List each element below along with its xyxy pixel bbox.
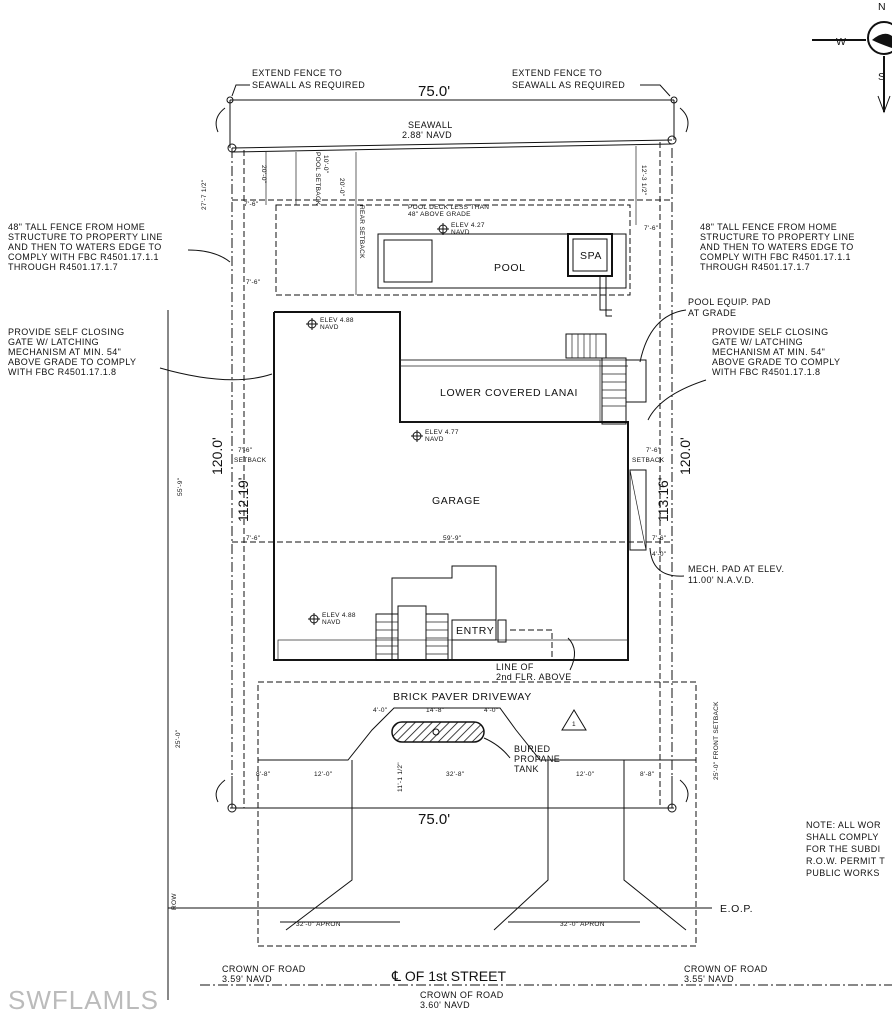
watermark: SWFLAMLS [8, 985, 160, 1015]
elev-marker-lanai: ELEV 4.88 NAVD [306, 317, 354, 331]
mech-pad-note: MECH. PAD AT ELEV. 11.00' N.A.V.D. [688, 564, 787, 585]
svg-text:4'-0": 4'-0" [652, 551, 667, 558]
svg-text:NAVD: NAVD [320, 324, 339, 331]
svg-text:55'-9": 55'-9" [177, 477, 184, 496]
entry-label: ENTRY [456, 625, 494, 637]
street-centerline-label: ℄ OF 1st STREET [391, 968, 506, 984]
rear-setback-lines: 20'-0" 10'-0" POOL SETBACK 20'-0" REAR S… [201, 146, 659, 295]
spa-label: SPA [580, 250, 602, 262]
gate-note-left: PROVIDE SELF CLOSING GATE W/ LATCHING ME… [8, 327, 139, 377]
right-depth-dimension: 120.0' [677, 437, 693, 475]
svg-text:POOL DECK LESS THAN: POOL DECK LESS THAN [408, 204, 489, 211]
svg-text:25'-0": 25'-0" [175, 729, 182, 748]
svg-text:NAVD: NAVD [322, 619, 341, 626]
fence-note-right: 48" TALL FENCE FROM HOME STRUCTURE TO PR… [700, 222, 858, 272]
svg-text:4'-0": 4'-0" [373, 707, 388, 714]
svg-text:7'-6": 7'-6" [644, 225, 659, 232]
building-footprint: LOWER COVERED LANAI ELEV 4.88 NAVD [232, 311, 672, 661]
svg-text:25'-0" FRONT SETBACK: 25'-0" FRONT SETBACK [713, 701, 720, 780]
svg-text:48" ABOVE GRADE: 48" ABOVE GRADE [408, 211, 471, 218]
revision-triangle: 1 [561, 709, 587, 731]
svg-text:NAVD: NAVD [425, 436, 444, 443]
gate-note-right: PROVIDE SELF CLOSING GATE W/ LATCHING ME… [712, 327, 843, 377]
svg-text:20'-0": 20'-0" [338, 178, 345, 197]
svg-text:ELEV 4.27: ELEV 4.27 [451, 222, 485, 229]
top-width-dimension: 75.0' [418, 83, 450, 100]
pool-label: POOL [494, 262, 526, 274]
seawall-note: SEAWALL 2.88' NAVD [402, 120, 455, 140]
lower-covered-lanai-label: LOWER COVERED LANAI [440, 387, 578, 399]
crown-of-road-mid: CROWN OF ROAD 3.60' NAVD [420, 990, 507, 1010]
elev-marker-entry: ELEV 4.88 NAVD [308, 612, 356, 626]
svg-text:SETBACK: SETBACK [234, 457, 267, 464]
pool-equip-note: POOL EQUIP. PAD AT GRADE [688, 297, 774, 318]
svg-text:ELEV 4.77: ELEV 4.77 [425, 429, 459, 436]
left-depth-dimension: 120.0' [209, 437, 225, 475]
svg-text:11'-1 1/2": 11'-1 1/2" [397, 762, 404, 792]
compass-north-label: N [878, 1, 886, 13]
svg-text:POOL SETBACK: POOL SETBACK [314, 152, 321, 206]
svg-text:7'-6": 7'-6" [652, 535, 667, 542]
propane-tank [391, 721, 485, 743]
svg-text:8'-8": 8'-8" [256, 771, 271, 778]
svg-text:14'-8": 14'-8" [426, 707, 445, 714]
svg-text:12'-3 1/2": 12'-3 1/2" [640, 165, 647, 196]
svg-text:ROW: ROW [171, 893, 178, 910]
elev-marker-pool: ELEV 4.27 NAVD [437, 222, 485, 236]
svg-text:10'-0": 10'-0" [322, 155, 329, 174]
crown-of-road-right: CROWN OF ROAD 3.55' NAVD [684, 964, 771, 984]
svg-text:59'-9": 59'-9" [443, 535, 462, 542]
garage-label: GARAGE [432, 495, 481, 507]
svg-text:8'-8": 8'-8" [640, 771, 655, 778]
svg-text:32'-8": 32'-8" [446, 771, 465, 778]
left-building-dimension: 112.19' [235, 478, 251, 522]
svg-text:4'-0": 4'-0" [484, 707, 499, 714]
rear-stairs [565, 333, 647, 425]
property-boundary [226, 96, 678, 813]
svg-text:27'-7 1/2": 27'-7 1/2" [201, 179, 208, 210]
fence-extension-note-right: EXTEND FENCE TO SEAWALL AS REQUIRED [512, 68, 625, 90]
elev-marker-garage: ELEV 4.77 NAVD [411, 429, 459, 443]
bottom-width-dimension: 75.0' [418, 811, 450, 828]
svg-text:NAVD: NAVD [451, 229, 470, 236]
mech-pad [629, 469, 647, 551]
spa [567, 233, 613, 277]
svg-text:7'-6": 7'-6" [646, 447, 661, 454]
compass-south-label: S [878, 71, 886, 83]
fence-note-left: 48" TALL FENCE FROM HOME STRUCTURE TO PR… [8, 222, 166, 272]
driveway-area: BRICK PAVER DRIVEWAY BURIED PROPANE TANK… [256, 681, 720, 947]
all-work-note: NOTE: ALL WOR SHALL COMPLY FOR THE SUBDI… [806, 820, 888, 878]
crown-of-road-left: CROWN OF ROAD 3.59' NAVD [222, 964, 309, 984]
propane-note: BURIED PROPANE TANK [514, 744, 563, 774]
svg-text:7'-6": 7'-6" [246, 535, 261, 542]
apron-right-label: 32'-0" APRON [560, 921, 605, 928]
compass-west-label: W [836, 36, 847, 48]
right-building-dimension: 113.16' [655, 478, 671, 522]
driveway-label: BRICK PAVER DRIVEWAY [393, 691, 532, 703]
svg-text:20'-0": 20'-0" [260, 165, 267, 184]
pool [377, 233, 627, 289]
svg-text:7'-6": 7'-6" [244, 201, 259, 208]
second-floor-line-note: LINE OF 2nd FLR. ABOVE [496, 662, 572, 682]
north-arrow-compass: W N S [812, 1, 892, 114]
svg-text:12'-0": 12'-0" [314, 771, 333, 778]
svg-text:SETBACK: SETBACK [632, 457, 665, 464]
pool-deck: POOL DECK LESS THAN 48" ABOVE GRADE ELEV… [275, 204, 631, 317]
svg-text:ELEV 4.88: ELEV 4.88 [322, 612, 356, 619]
svg-text:12'-0": 12'-0" [576, 771, 595, 778]
fence-extension-note-left: EXTEND FENCE TO SEAWALL AS REQUIRED [252, 68, 365, 90]
svg-text:1: 1 [572, 721, 576, 728]
svg-text:REAR SETBACK: REAR SETBACK [358, 205, 365, 259]
svg-text:7'-6": 7'-6" [238, 447, 253, 454]
svg-text:7'-6": 7'-6" [246, 279, 261, 286]
apron-left-label: 32'-0" APRON [296, 921, 341, 928]
svg-text:ELEV 4.88: ELEV 4.88 [320, 317, 354, 324]
edge-of-pavement-label: E.O.P. [720, 903, 753, 915]
